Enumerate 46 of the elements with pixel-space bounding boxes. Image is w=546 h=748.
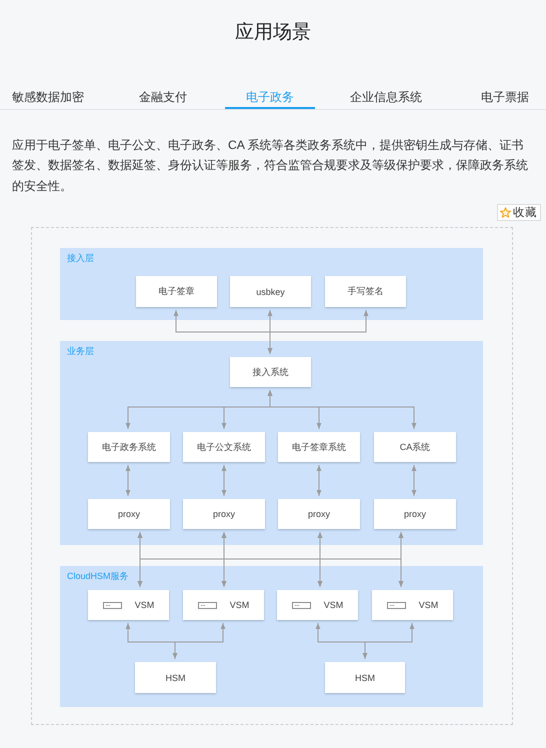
connector-arrow <box>222 464 226 496</box>
page-title: 应用场景 <box>235 21 311 45</box>
component-box: proxy <box>88 499 170 529</box>
favorite-button: 收藏 <box>497 204 541 221</box>
layer-panel <box>60 341 483 545</box>
connector-arrow <box>126 464 130 496</box>
layer-label: 接入层 <box>67 253 94 264</box>
connector-arrow <box>268 390 416 430</box>
component-box: 电子签章系统 <box>278 432 360 462</box>
connector-arrow <box>318 532 404 588</box>
active-tab: 电子政务 <box>225 88 315 109</box>
layer-label: 业务层 <box>67 346 94 357</box>
tab-label: 电子票据 <box>481 89 529 106</box>
connector-arrow <box>412 464 416 496</box>
module-box <box>88 590 169 620</box>
component-box: proxy <box>183 499 265 529</box>
layer-panel <box>60 566 483 707</box>
connector-arrow <box>316 464 322 496</box>
connector-arrow <box>362 622 414 660</box>
component-box: proxy <box>278 499 360 529</box>
component-box: CA系统 <box>374 432 456 462</box>
connector-arrow <box>172 622 226 660</box>
component-box: 电子政务系统 <box>88 432 170 462</box>
tab-label: 企业信息系统 <box>350 89 422 106</box>
module-name: VSM <box>324 600 344 610</box>
module-box <box>277 590 358 620</box>
module-name: VSM <box>230 600 250 610</box>
component-box: 电子公文系统 <box>183 432 265 462</box>
component-box: proxy <box>374 499 456 529</box>
connector-arrow <box>268 310 368 354</box>
component-box: HSM <box>325 662 405 693</box>
component-box: usbkey <box>230 276 311 307</box>
component-box: 手写签名 <box>325 276 406 307</box>
connector-arrow <box>398 532 404 588</box>
module-box <box>183 590 264 620</box>
tab-label: 金融支付 <box>139 89 187 106</box>
component-box: 电子签章 <box>136 276 217 307</box>
module-name: VSM <box>134 600 154 610</box>
module-name: VSM <box>418 600 438 610</box>
layer-panel <box>60 248 483 320</box>
component-box: 接入系统 <box>230 357 311 387</box>
layer-label: CloudHSM服务 <box>67 571 129 582</box>
module-box <box>372 590 453 620</box>
component-box: HSM <box>135 662 216 693</box>
tab-label: 敏感数据加密 <box>12 89 84 106</box>
description-text: 应用于电子签单、电子公文、电子政务、CA 系统等各类政务系统中，提供密钥生成与存储、证书签发、数据签名、数据延签、身份认证等服务，符合监管合规要求及等级保护要求，保障政务系统的安全性。 <box>12 137 529 195</box>
